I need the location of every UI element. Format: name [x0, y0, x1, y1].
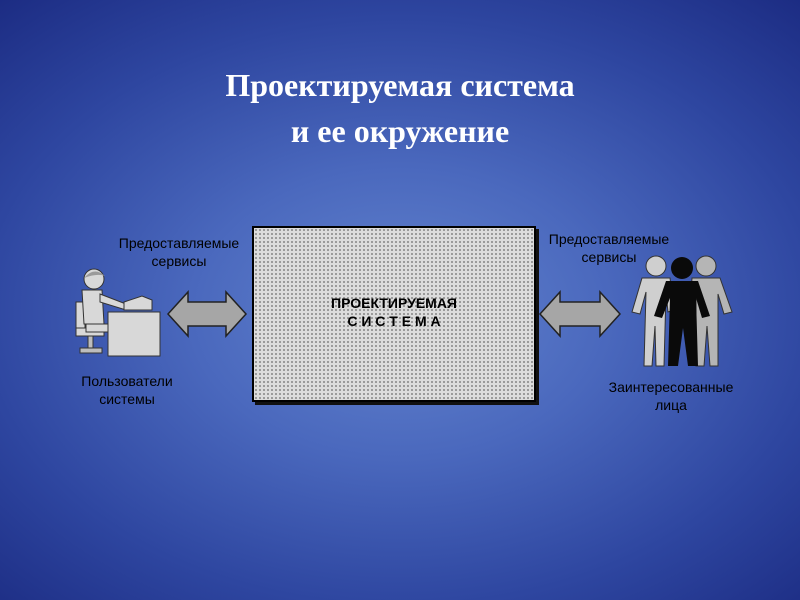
system-box: ПРОЕКТИРУЕМАЯ С И С Т Е М А: [252, 226, 536, 402]
stakeholder-center-figure: [654, 257, 710, 366]
users-line-1: Пользователи: [81, 373, 173, 389]
people-group-icon: [631, 255, 733, 367]
computer-user-icon: [75, 268, 161, 357]
stakeholders-line-2: лица: [655, 397, 687, 413]
system-box-label: ПРОЕКТИРУЕМАЯ С И С Т Е М А: [254, 294, 534, 330]
left-services-label: Предоставляемые сервисы: [108, 234, 250, 270]
right-services-label: Предоставляемые сервисы: [538, 230, 680, 266]
stakeholders-label: Заинтересованные лица: [596, 378, 746, 414]
right-services-line-2: сервисы: [581, 249, 637, 265]
system-line-2: С И С Т Е М А: [347, 313, 441, 329]
right-double-arrow: [538, 290, 622, 338]
users-label: Пользователи системы: [56, 372, 198, 408]
right-services-line-1: Предоставляемые: [548, 231, 670, 247]
stakeholders-line-1: Заинтересованные: [608, 379, 734, 395]
left-services-line-1: Предоставляемые: [118, 235, 240, 251]
users-line-2: системы: [99, 391, 155, 407]
left-double-arrow: [166, 290, 248, 338]
system-line-1: ПРОЕКТИРУЕМАЯ: [331, 295, 457, 311]
stakeholder-left-figure: [631, 255, 675, 367]
title-line-2: и ее окружение: [290, 113, 510, 149]
left-services-line-2: сервисы: [151, 253, 207, 269]
title-line-1: Проектируемая система: [225, 67, 575, 103]
slide-title: Проектируемая система и ее окружение: [0, 62, 800, 154]
